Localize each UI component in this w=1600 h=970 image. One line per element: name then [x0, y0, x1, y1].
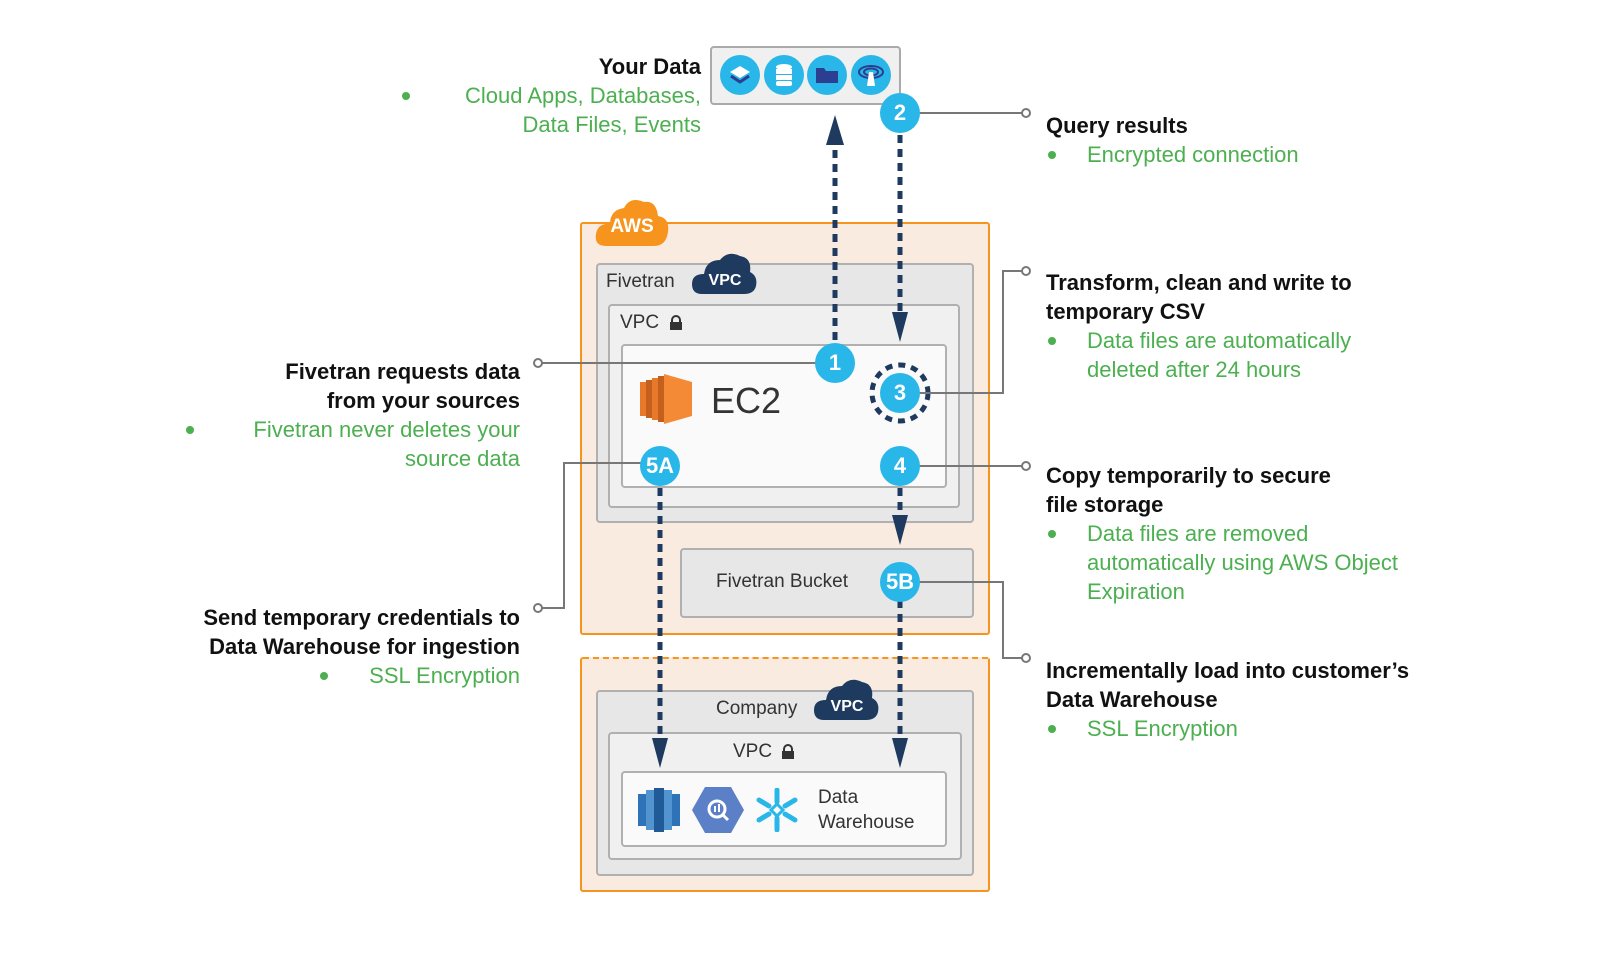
- arrowhead-5b: [892, 738, 908, 768]
- step4-bullet-line3: Expiration: [1087, 579, 1185, 604]
- step3-bullet: Data files are automatically deleted aft…: [1046, 326, 1486, 384]
- step1-bullet-line1: Fivetran never deletes your: [253, 417, 520, 442]
- step1-bullet: Fivetran never deletes your source data: [180, 415, 520, 473]
- arrowhead-5a: [652, 738, 668, 768]
- arrowhead-step2: [892, 312, 908, 342]
- fivetran-inner-vpc-label: VPC: [620, 312, 660, 333]
- bullet-dot: [1048, 337, 1056, 345]
- fivetran-vpc-title: Fivetran: [606, 271, 675, 292]
- leader-end: [533, 603, 543, 613]
- leader-step3: [915, 270, 1022, 394]
- step1-annotation: Fivetran requests data from your sources…: [180, 357, 520, 473]
- source-annotation: Your Data Cloud Apps, Databases, Data Fi…: [380, 52, 701, 139]
- step3-heading-line2: temporary CSV: [1046, 299, 1205, 324]
- bullet-dot: [320, 672, 328, 680]
- step4-bullet-line1: Data files are removed: [1087, 521, 1309, 546]
- step4-bullet-line2: automatically using AWS Object: [1087, 550, 1398, 575]
- step5a-heading-line2: Data Warehouse for ingestion: [209, 634, 520, 659]
- step2-heading: Query results: [1046, 113, 1188, 138]
- bullet-dot: [1048, 725, 1056, 733]
- step5a-heading-line1: Send temporary credentials to: [203, 605, 520, 630]
- source-title: Your Data: [598, 54, 701, 79]
- step2-annotation: Query results Encrypted connection: [1046, 111, 1466, 169]
- bullet-dot: [1048, 151, 1056, 159]
- step-badge-5b: 5B: [880, 562, 920, 602]
- leader-5b: [915, 581, 1022, 659]
- redshift-icon: [638, 788, 680, 832]
- bullet-dot: [1048, 530, 1056, 538]
- step5a-bullet-line1: SSL Encryption: [369, 663, 520, 688]
- step1-bullet-line2: source data: [405, 446, 520, 471]
- lock-icon: [782, 744, 794, 759]
- bullet-dot: [186, 426, 194, 434]
- broadcast-icon: [851, 55, 891, 95]
- source-bullet-line2: Data Files, Events: [522, 112, 701, 137]
- leader-end: [1021, 461, 1031, 471]
- snowflake-icon: [756, 788, 798, 832]
- company-vpc-cloud-label: VPC: [830, 698, 864, 715]
- step4-annotation: Copy temporarily to secure file storage …: [1046, 461, 1506, 606]
- step-badge-1: 1: [815, 343, 855, 383]
- ec2-icon: [640, 374, 692, 424]
- fivetran-vpc-cloud-label: VPC: [708, 272, 742, 289]
- step4-bullet: Data files are removed automatically usi…: [1046, 519, 1506, 606]
- source-bullet: Cloud Apps, Databases, Data Files, Event…: [380, 81, 701, 139]
- source-bullet-line1: Cloud Apps, Databases,: [464, 83, 701, 108]
- vpc-cloud-icon: [692, 253, 757, 294]
- company-inner-vpc-label: VPC: [733, 741, 773, 762]
- step5b-bullet: SSL Encryption: [1046, 714, 1506, 743]
- step1-heading-line1: Fivetran requests data: [285, 359, 520, 384]
- step-badge-5a: 5A: [640, 446, 680, 486]
- step5a-annotation: Send temporary credentials to Data Wareh…: [150, 603, 520, 690]
- leader-end: [533, 358, 543, 368]
- folder-icon: [807, 55, 847, 95]
- company-vpc-title: Company: [716, 698, 798, 719]
- step5b-heading-line1: Incrementally load into customer’s: [1046, 658, 1410, 683]
- lock-icon: [670, 315, 682, 330]
- aws-cloud-icon: [595, 200, 669, 246]
- arrowhead-up: [826, 115, 844, 145]
- step4-heading-line2: file storage: [1046, 492, 1164, 517]
- vpc-cloud-icon: [814, 679, 879, 720]
- warehouse-label: Data Warehouse: [818, 785, 914, 835]
- step5a-bullet: SSL Encryption: [150, 661, 520, 690]
- step2-bullet-line1: Encrypted connection: [1087, 142, 1299, 167]
- fivetran-bucket-label: Fivetran Bucket: [716, 571, 848, 592]
- bullet-dot: [402, 92, 410, 100]
- leader-end: [1021, 108, 1031, 118]
- warehouse-label-line2: Warehouse: [818, 812, 915, 833]
- ec2-label: EC2: [711, 380, 782, 421]
- layers-icon: [720, 55, 760, 95]
- warehouse-label-line1: Data: [818, 787, 859, 808]
- step-badge-3: 3: [880, 373, 920, 413]
- leader-end: [1021, 653, 1031, 663]
- aws-badge-label: AWS: [610, 216, 654, 237]
- step5b-bullet-line1: SSL Encryption: [1087, 716, 1238, 741]
- step5b-annotation: Incrementally load into customer’s Data …: [1046, 656, 1506, 743]
- database-icon: [764, 55, 804, 95]
- step3-heading-line1: Transform, clean and write to: [1046, 270, 1352, 295]
- step-badge-2: 2: [880, 93, 920, 133]
- bigquery-icon: [692, 787, 744, 833]
- leader-5a: [542, 462, 645, 609]
- step3-annotation: Transform, clean and write to temporary …: [1046, 268, 1486, 384]
- step-badge-4: 4: [880, 446, 920, 486]
- step4-heading-line1: Copy temporarily to secure: [1046, 463, 1331, 488]
- step5b-heading-line2: Data Warehouse: [1046, 687, 1218, 712]
- leader-end: [1021, 266, 1031, 276]
- step1-heading-line2: from your sources: [326, 388, 520, 413]
- step3-bullet-line2: deleted after 24 hours: [1087, 357, 1302, 382]
- step3-bullet-line1: Data files are automatically: [1087, 328, 1352, 353]
- arrowhead-step4: [892, 515, 908, 545]
- step2-bullet: Encrypted connection: [1046, 140, 1466, 169]
